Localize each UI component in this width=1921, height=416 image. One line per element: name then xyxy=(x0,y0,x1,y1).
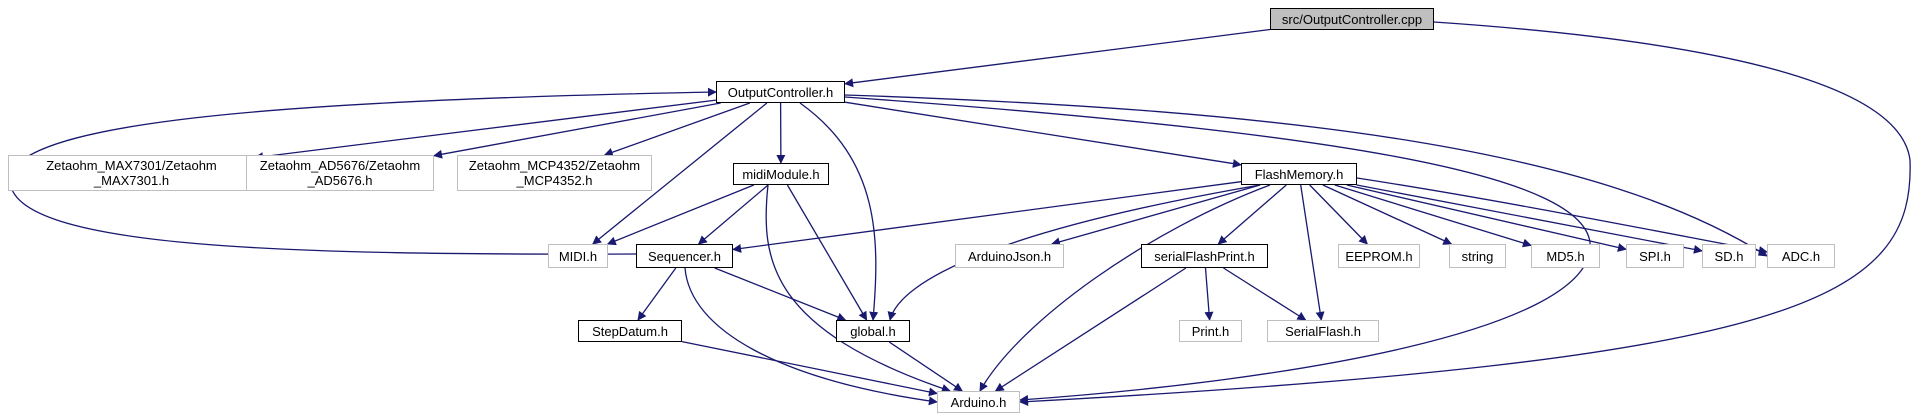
edge-midi-module-h-to-arduino-h xyxy=(765,184,951,393)
edge-sequencer-h-to-arduino-h xyxy=(684,267,938,406)
node-label: SPI.h xyxy=(1639,248,1671,264)
edge-flash-memory-h-to-sequencer-h xyxy=(732,181,1242,253)
edge-flash-memory-h-to-serial-flash-print-h xyxy=(1217,184,1287,245)
node-label: string xyxy=(1461,248,1494,264)
node-arduino-json-h[interactable]: ArduinoJson.h xyxy=(955,244,1064,268)
edge-flash-memory-h-to-eeprom-h xyxy=(1309,184,1368,245)
edge-sequencer-h-to-step-datum-h xyxy=(637,267,677,321)
node-flash-memory-h[interactable]: FlashMemory.h xyxy=(1241,163,1357,185)
node-label: Zetaohm_MCP4352/Zetaohm_MCP4352.h xyxy=(468,158,641,188)
node-eeprom-h[interactable]: EEPROM.h xyxy=(1338,244,1420,268)
edge-flash-memory-h-to-serial-flash-h xyxy=(1300,184,1325,321)
node-label: MIDI.h xyxy=(558,248,598,264)
node-serial-flash-print-h[interactable]: serialFlashPrint.h xyxy=(1141,244,1268,268)
node-spi-h[interactable]: SPI.h xyxy=(1626,244,1684,268)
edge-flash-memory-h-to-string xyxy=(1322,184,1453,245)
edge-flash-memory-h-to-md5-h xyxy=(1334,184,1532,248)
edge-sequencer-h-to-global-h xyxy=(714,267,847,322)
edge-step-datum-h-to-arduino-h xyxy=(681,340,938,397)
node-label: Arduino.h xyxy=(950,394,1007,410)
edge-output-controller-h-to-zetaohm-mcp4352-h xyxy=(603,102,751,157)
node-step-datum-h[interactable]: StepDatum.h xyxy=(578,320,682,342)
node-zetaohm-mcp4352-h[interactable]: Zetaohm_MCP4352/Zetaohm_MCP4352.h xyxy=(457,155,652,191)
node-label: MD5.h xyxy=(1546,248,1585,264)
edge-midi-module-h-to-global-h xyxy=(786,184,868,321)
edge-global-h-to-arduino-h xyxy=(888,341,963,392)
node-midi-module-h[interactable]: midiModule.h xyxy=(733,163,829,185)
node-label: SerialFlash.h xyxy=(1285,323,1361,339)
node-print-h[interactable]: Print.h xyxy=(1179,320,1242,342)
node-label: Sequencer.h xyxy=(647,248,721,264)
node-arduino-h[interactable]: Arduino.h xyxy=(937,391,1020,413)
edge-flash-memory-h-to-sd-h xyxy=(1356,184,1703,254)
node-label: ADC.h xyxy=(1781,248,1821,264)
node-label: Zetaohm_MAX7301/Zetaohm_MAX7301.h xyxy=(46,158,217,188)
node-label: Zetaohm_AD5676/Zetaohm_AD5676.h xyxy=(259,158,421,188)
edge-flash-memory-h-to-arduino-h xyxy=(979,184,1271,392)
edge-output-controller-h-to-zetaohm-ad5676-h xyxy=(433,102,721,159)
node-sd-h[interactable]: SD.h xyxy=(1702,244,1756,268)
node-label: StepDatum.h xyxy=(592,323,668,339)
node-label: FlashMemory.h xyxy=(1254,166,1344,182)
node-label: src/OutputController.cpp xyxy=(1281,11,1423,27)
node-string[interactable]: string xyxy=(1449,244,1506,268)
node-md5-h[interactable]: MD5.h xyxy=(1531,244,1600,268)
node-label: SD.h xyxy=(1714,248,1744,264)
node-label: OutputController.h xyxy=(727,84,834,100)
node-output-controller-h[interactable]: OutputController.h xyxy=(716,81,845,103)
edge-serial-flash-print-h-to-arduino-h xyxy=(994,267,1187,392)
node-adc-h[interactable]: ADC.h xyxy=(1767,244,1835,268)
edge-serial-flash-print-h-to-serial-flash-h xyxy=(1223,267,1307,321)
edge-serial-flash-print-h-to-print-h xyxy=(1204,267,1214,321)
node-src-output-controller-cpp[interactable]: src/OutputController.cpp xyxy=(1270,8,1434,30)
node-serial-flash-h[interactable]: SerialFlash.h xyxy=(1267,320,1379,342)
edge-output-controller-h-to-zetaohm-max7301-h xyxy=(254,99,717,162)
edge-output-controller-h-to-flash-memory-h xyxy=(844,101,1242,168)
edge-output-controller-h-to-global-h xyxy=(799,102,879,321)
node-label: serialFlashPrint.h xyxy=(1154,248,1255,264)
node-label: Print.h xyxy=(1191,323,1230,339)
edge-src-output-controller-cpp-to-arduino-h xyxy=(1019,21,1911,407)
node-zetaohm-ad5676-h[interactable]: Zetaohm_AD5676/Zetaohm_AD5676.h xyxy=(246,155,434,191)
node-sequencer-h[interactable]: Sequencer.h xyxy=(636,244,733,268)
node-midi-h[interactable]: MIDI.h xyxy=(548,244,608,268)
edge-flash-memory-h-to-spi-h xyxy=(1346,184,1627,252)
node-global-h[interactable]: global.h xyxy=(836,320,910,342)
node-zetaohm-max7301-h[interactable]: Zetaohm_MAX7301/Zetaohm_MAX7301.h xyxy=(8,155,255,191)
edge-midi-module-h-to-sequencer-h xyxy=(697,184,769,245)
node-label: EEPROM.h xyxy=(1345,248,1413,264)
edge-output-controller-h-to-midi-h xyxy=(592,102,768,245)
edge-flash-memory-h-to-arduino-json-h xyxy=(1051,184,1261,247)
edge-output-controller-h-to-adc-h xyxy=(844,94,1768,257)
node-label: ArduinoJson.h xyxy=(967,248,1052,264)
edge-midi-module-h-to-midi-h xyxy=(606,184,755,246)
edges xyxy=(9,21,1911,407)
node-label: global.h xyxy=(850,323,896,339)
node-label: midiModule.h xyxy=(742,166,820,182)
edge-flash-memory-h-to-adc-h xyxy=(1356,177,1768,255)
edge-src-output-controller-cpp-to-output-controller-h xyxy=(844,28,1271,88)
